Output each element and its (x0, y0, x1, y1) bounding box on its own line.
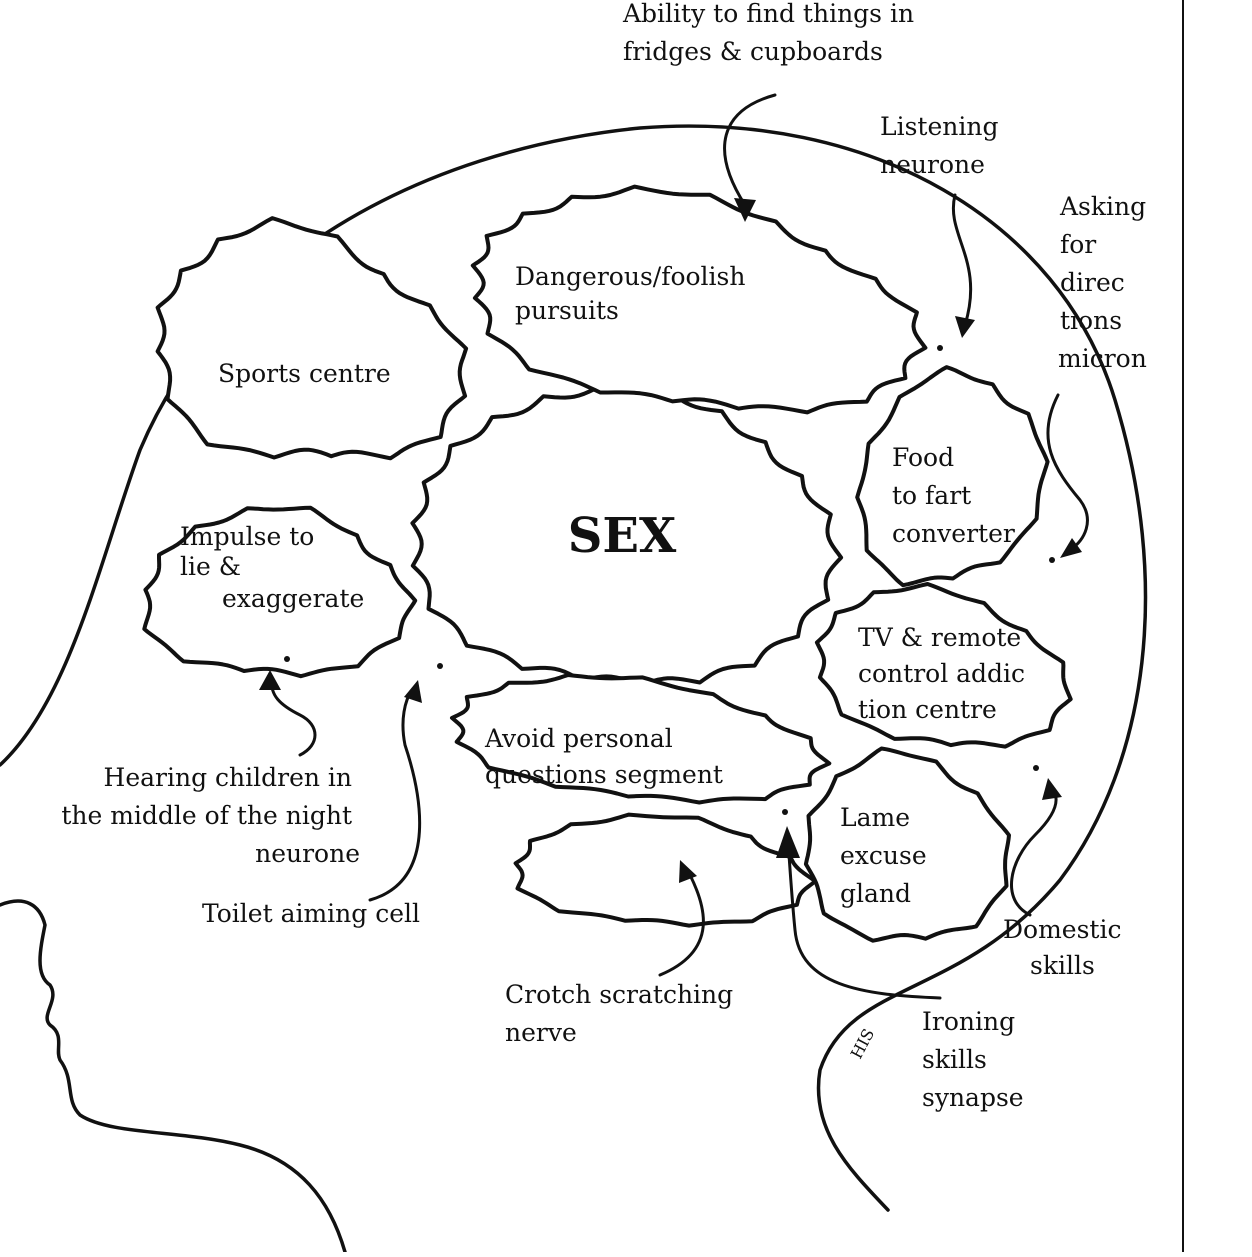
region-label-dangerous: Dangerous/foolish pursuits (515, 262, 753, 325)
arrow-toilet (368, 688, 422, 902)
arrow-head-ironing (776, 826, 800, 858)
lobe-impulse (142, 505, 418, 679)
arrow-head-listening (955, 316, 975, 338)
dot-listening (937, 345, 943, 351)
callout-label-hearing: Hearing children in the middle of the ni… (61, 763, 360, 868)
callout-line: Crotch scratching (505, 980, 733, 1009)
lobe-lame (803, 746, 1011, 943)
callout-line: Ironing (922, 1007, 1015, 1036)
callout-line: Asking (1059, 192, 1146, 221)
arrow-listening (952, 193, 973, 327)
region-line: Impulse to (180, 522, 314, 551)
callout-line: tions (1060, 306, 1122, 335)
arrow-hearing (270, 678, 317, 757)
callout-label-ironing: Ironing skills synapse (922, 1007, 1024, 1112)
region-line: converter (892, 519, 1015, 548)
callout-line: the middle of the night (61, 801, 352, 830)
lobe-sex (410, 382, 844, 688)
callout-line: for (1060, 230, 1096, 259)
callout-line: Listening (880, 112, 998, 141)
dot-ironing (782, 809, 788, 815)
callout-line: neurone (255, 839, 360, 868)
region-line: questions segment (485, 760, 723, 789)
dot-toilet (437, 663, 443, 669)
region-label-sports: Sports centre (218, 359, 391, 388)
arrow-head-domestic (1042, 778, 1062, 800)
callout-line: Toilet aiming cell (202, 899, 420, 928)
callout-label-fridges: Ability to find things in fridges & cupb… (622, 0, 922, 66)
region-line: control addic (858, 659, 1025, 688)
callout-arrows (259, 93, 1089, 1000)
arrow-domestic (1010, 788, 1058, 917)
center-label: SEX (568, 508, 677, 564)
region-line: to fart (892, 481, 971, 510)
region-line: gland (840, 879, 911, 908)
region-label-lame: Lame excuse gland (840, 803, 935, 908)
lobe-avoid (450, 673, 832, 805)
lobe-dangerous (470, 184, 928, 415)
callout-label-crotch: Crotch scratching nerve (505, 980, 741, 1047)
callout-line: synapse (922, 1083, 1024, 1112)
face-profile (0, 899, 347, 1254)
region-label-food: Food to fart converter (892, 443, 1015, 548)
neck-mark: HIS (847, 1025, 878, 1061)
arrow-crotch (658, 873, 705, 977)
callout-line: Domestic (1003, 915, 1121, 944)
lobe-tv (814, 582, 1073, 749)
arrow-fridges (723, 93, 777, 207)
region-line: Food (892, 443, 954, 472)
callout-line: Hearing children in (104, 763, 353, 792)
lobe-food (855, 365, 1050, 588)
callout-line: micron (1058, 344, 1147, 373)
arrow-head-crotch (679, 860, 697, 883)
callout-line: neurone (880, 150, 985, 179)
callout-label-toilet: Toilet aiming cell (202, 899, 420, 928)
callout-line: skills (922, 1045, 987, 1074)
callout-line: direc (1060, 268, 1125, 297)
callout-label-listening: Listening neurone (880, 112, 1006, 179)
arrow-ironing (786, 838, 942, 1000)
callout-label-directions: Asking for direc tions micron (1058, 192, 1154, 373)
callout-line: skills (1030, 951, 1095, 980)
region-line: TV & remote (858, 623, 1021, 652)
arrow-head-hearing (259, 670, 281, 690)
dot-directions (1049, 557, 1055, 563)
region-label-avoid: Avoid personal questions segment (484, 724, 723, 789)
lobe-crotch (513, 812, 817, 928)
dot-hearing (284, 656, 290, 662)
callout-line: nerve (505, 1018, 577, 1047)
region-line: Dangerous/foolish (515, 262, 745, 291)
region-line: excuse (840, 841, 927, 870)
region-line: Avoid personal (484, 724, 673, 753)
region-label-tv: TV & remote control addic tion centre (858, 623, 1033, 724)
arrow-head-fridges (734, 198, 756, 222)
arrow-head-directions (1060, 538, 1082, 558)
region-line: Lame (840, 803, 910, 832)
region-line: Sports centre (218, 359, 391, 388)
region-line: lie & (180, 552, 241, 581)
arrow-head-toilet (404, 680, 422, 703)
dot-domestic (1033, 765, 1039, 771)
region-line: tion centre (858, 695, 997, 724)
region-line: pursuits (515, 296, 619, 325)
head-outline (0, 124, 1148, 1212)
callout-line: fridges & cupboards (623, 37, 883, 66)
callout-label-domestic: Domestic skills (1003, 915, 1129, 980)
callout-line: Ability to find things in (622, 0, 914, 28)
region-label-impulse: Impulse to lie & exaggerate (180, 522, 364, 613)
region-line: exaggerate (222, 584, 364, 613)
lobe-sports (155, 216, 469, 461)
arrow-directions (1046, 393, 1089, 552)
brain-lobes (142, 184, 1073, 943)
